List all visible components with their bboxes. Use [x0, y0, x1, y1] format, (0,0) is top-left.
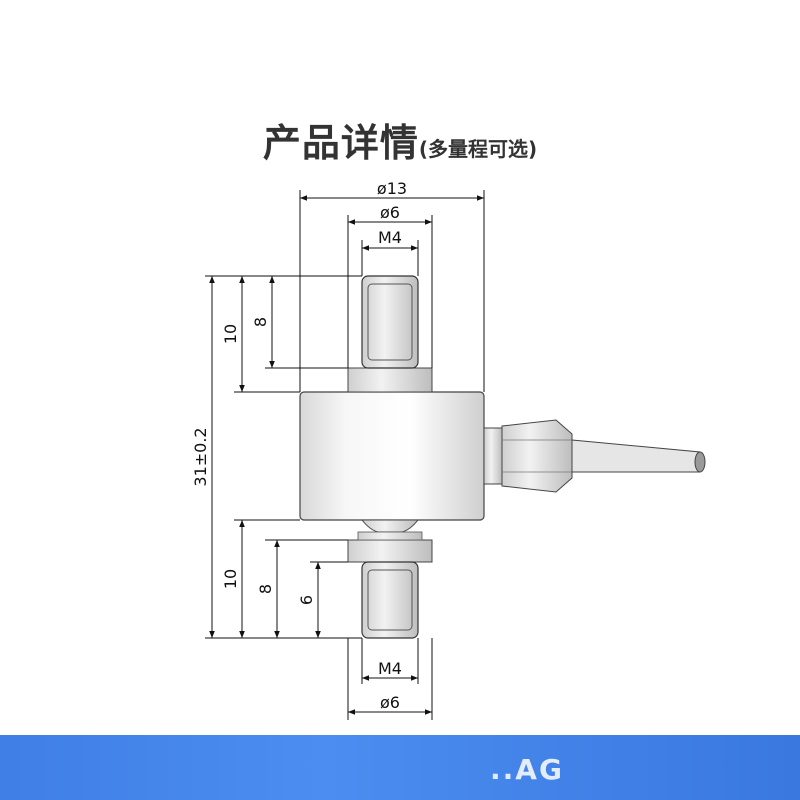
dim-bottom-thread: M4	[378, 659, 402, 678]
bottom-stud	[361, 561, 419, 639]
load-cell-drawing: ø13 ø6 M4 31±0.2 10 8 10 8 6 M4 ø6	[191, 179, 706, 720]
dim-top-height-8: 8	[251, 317, 270, 327]
dim-bottom-height-8: 8	[256, 584, 275, 594]
footer-marks: ..AG	[490, 753, 564, 786]
dim-total-height: 31±0.2	[191, 427, 210, 486]
dim-top-outer-diameter: ø13	[377, 179, 407, 198]
top-flange	[347, 367, 433, 393]
dim-bottom-diameter: ø6	[380, 693, 400, 712]
top-stud	[361, 275, 419, 369]
sensor-body	[299, 391, 485, 521]
cable-gland	[483, 419, 573, 493]
dim-top-thread: M4	[378, 228, 402, 247]
dim-bottom-height-10: 10	[221, 569, 240, 589]
page-title: 产品详情(多量程可选)	[0, 112, 800, 167]
dim-top-inner-diameter: ø6	[380, 203, 400, 222]
dim-bottom-height-6: 6	[297, 595, 316, 605]
bottom-neck	[360, 519, 420, 533]
title-main: 产品详情	[262, 121, 419, 165]
dimension-lines	[205, 190, 485, 720]
dim-top-height-10: 10	[221, 324, 240, 344]
footer-bar: ..AG	[0, 735, 800, 800]
title-sub: (多量程可选)	[418, 137, 538, 161]
bottom-flange	[347, 539, 433, 563]
cable	[571, 439, 706, 473]
